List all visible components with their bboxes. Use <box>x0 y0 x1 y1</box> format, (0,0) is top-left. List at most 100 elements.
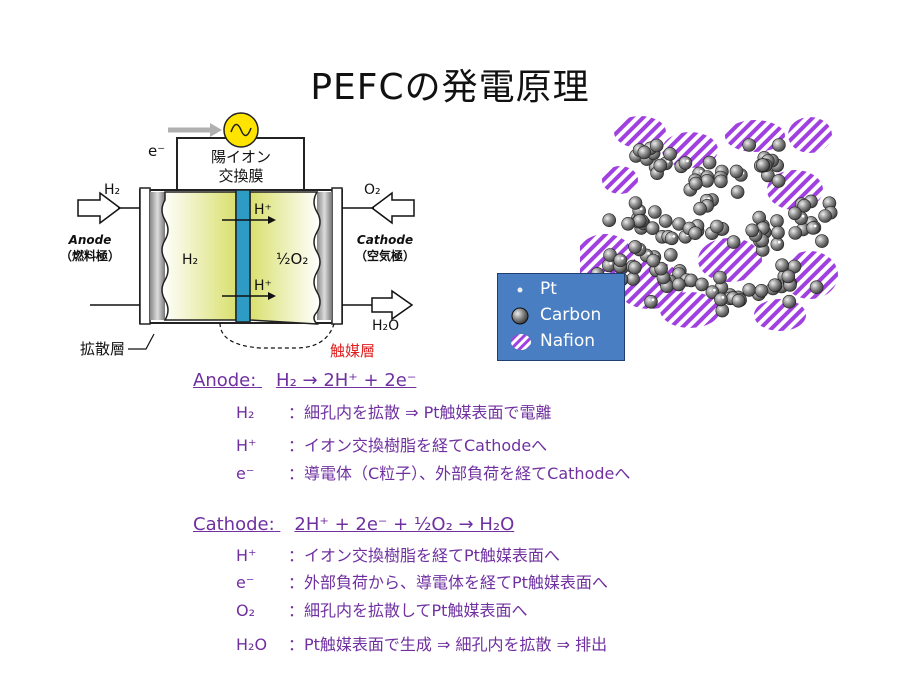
fuel-cell-diagram: e⁻ 陽イオン 交換膜 H⁺ H⁺ H₂ ½O₂ H₂ O₂ H₂O Anode… <box>60 112 415 360</box>
anode-label: Anode <box>68 233 112 247</box>
carbon-particle <box>731 294 746 308</box>
carbon-particle <box>700 174 714 188</box>
h2o-out-arrow-icon <box>371 289 414 321</box>
pt-particle <box>801 214 805 218</box>
carbon-particle <box>678 156 693 170</box>
carbon-particle <box>742 138 756 152</box>
pt-particle <box>672 234 676 238</box>
carbon-particle <box>710 219 724 234</box>
carbon-particle <box>664 248 678 262</box>
nafion-blob <box>602 166 638 194</box>
carbon-particle <box>695 277 709 292</box>
pt-particle <box>813 224 817 228</box>
catalyst-microstructure <box>580 116 838 331</box>
carbon-particle <box>782 294 797 309</box>
carbon-particle <box>806 221 820 235</box>
carbon-particle <box>788 206 802 221</box>
catalyst-layer-label: 触媒層 <box>330 342 375 360</box>
carbon-particle <box>628 196 643 210</box>
carbon-particle <box>649 138 664 153</box>
carbon-particle <box>745 223 759 238</box>
pt-particle <box>651 298 655 302</box>
carbon-particle <box>626 272 640 286</box>
cathode-reaction-header: Cathode: 2H⁺ + 2e⁻ + ½O₂ → H₂O <box>193 514 514 535</box>
carbon-particle <box>621 217 635 231</box>
membrane-label-2: 交換膜 <box>218 167 263 185</box>
carbon-particle <box>729 164 744 179</box>
pt-particle <box>620 256 624 260</box>
carbon-particle <box>644 295 658 309</box>
anode-electrode <box>161 191 237 321</box>
carbon-particle <box>742 283 756 297</box>
nafion-blob <box>754 299 806 331</box>
cathode-row-o2: O₂：細孔内を拡散してPt触媒表面へ <box>236 601 528 620</box>
slide-title: PEFCの発電原理 <box>310 67 590 108</box>
cathode-plate <box>331 187 343 325</box>
cathode-equation: 2H⁺ + 2e⁻ + ½O₂ → H₂O <box>294 514 515 535</box>
carbon-particle <box>756 158 770 172</box>
carbon-particle <box>770 214 784 228</box>
micro-legend: Pt Carbon Nafion <box>497 273 625 361</box>
pt-particle <box>721 296 725 299</box>
carbon-particle <box>672 277 686 292</box>
carbon-particle <box>809 280 824 294</box>
cathode-row-electron: e⁻：外部負荷から、導電体を経てPt触媒表面へ <box>236 573 608 592</box>
h2-in-label: H₂ <box>104 182 120 198</box>
carbon-particle <box>781 269 796 284</box>
cathode-electrode <box>249 191 321 325</box>
anode-plate <box>139 187 151 325</box>
carbon-particle <box>726 235 741 249</box>
cathode-header-label: Cathode: <box>193 514 275 535</box>
carbon-particle <box>613 253 628 268</box>
carbon-particle <box>772 138 786 152</box>
nafion-hatch-icon <box>511 334 531 350</box>
carbon-particle <box>713 270 727 285</box>
carbon-particle <box>689 176 703 191</box>
pt-particle <box>686 159 689 163</box>
pt-particle <box>647 252 650 255</box>
nafion-blob <box>725 120 785 152</box>
carbon-particle <box>688 226 702 240</box>
pt-particle <box>777 240 781 244</box>
o2-in-label: O₂ <box>364 182 381 198</box>
cathode-label: Cathode <box>357 233 413 247</box>
cathode-row-hplus: H⁺：イオン交換樹脂を経てPt触媒表面へ <box>236 546 560 565</box>
carbon-particle <box>602 213 617 227</box>
carbon-particle <box>648 205 662 219</box>
carbon-particle <box>714 174 728 189</box>
anode-row-h2: H₂：細孔内を拡散 ⇒ Pt触媒表面で電離 <box>236 403 552 422</box>
carbon-particle <box>770 237 785 251</box>
diffusion-layer-label: 拡散層 <box>80 340 125 358</box>
carbon-particle <box>788 226 803 240</box>
carbon-particle <box>815 234 829 248</box>
pt-particle <box>609 262 613 265</box>
anode-row-electron: e⁻：導電体（C粒子）、外部負荷を経てCathodeへ <box>236 464 631 483</box>
anode-reaction-header: Anode: H₂ → 2H⁺ + 2e⁻ <box>193 370 416 391</box>
anode-row-hplus: H⁺：イオン交換樹脂を経てCathodeへ <box>236 436 548 455</box>
anode-header-label: Anode: <box>193 370 257 391</box>
electron-label: e⁻ <box>148 142 165 160</box>
o2-in-arrow-icon <box>370 191 415 225</box>
h2-in-arrow-icon <box>77 191 122 225</box>
anode-jp-label: （燃料極） <box>60 248 120 263</box>
carbon-particle <box>771 174 786 188</box>
cathode-jp-label: （空気極） <box>355 248 415 263</box>
carbon-particle <box>797 198 811 213</box>
cathode-row-h2o: H₂O：Pt触媒表面で生成 ⇒ 細孔内を拡散 ⇒ 排出 <box>236 635 608 654</box>
carbon-particle <box>628 260 642 275</box>
h2o-out-label: H₂O <box>372 318 399 334</box>
anode-diffusion-layer <box>150 192 165 320</box>
anode-equation: H₂ → 2H⁺ + 2e⁻ <box>276 370 417 391</box>
carbon-particle <box>637 145 652 160</box>
nafion-blob <box>788 117 832 153</box>
carbon-particle <box>665 231 679 246</box>
carbon-particle <box>645 221 660 235</box>
carbon-particle <box>646 253 661 268</box>
carbon-particle <box>653 158 668 173</box>
h-plus-top: H⁺ <box>254 202 272 218</box>
cathode-diffusion-layer <box>317 192 332 320</box>
half-o2-label: ½O₂ <box>276 250 308 268</box>
membrane-label-1: 陽イオン <box>211 148 271 166</box>
pt-particle <box>639 207 643 211</box>
carbon-particle <box>702 155 717 170</box>
